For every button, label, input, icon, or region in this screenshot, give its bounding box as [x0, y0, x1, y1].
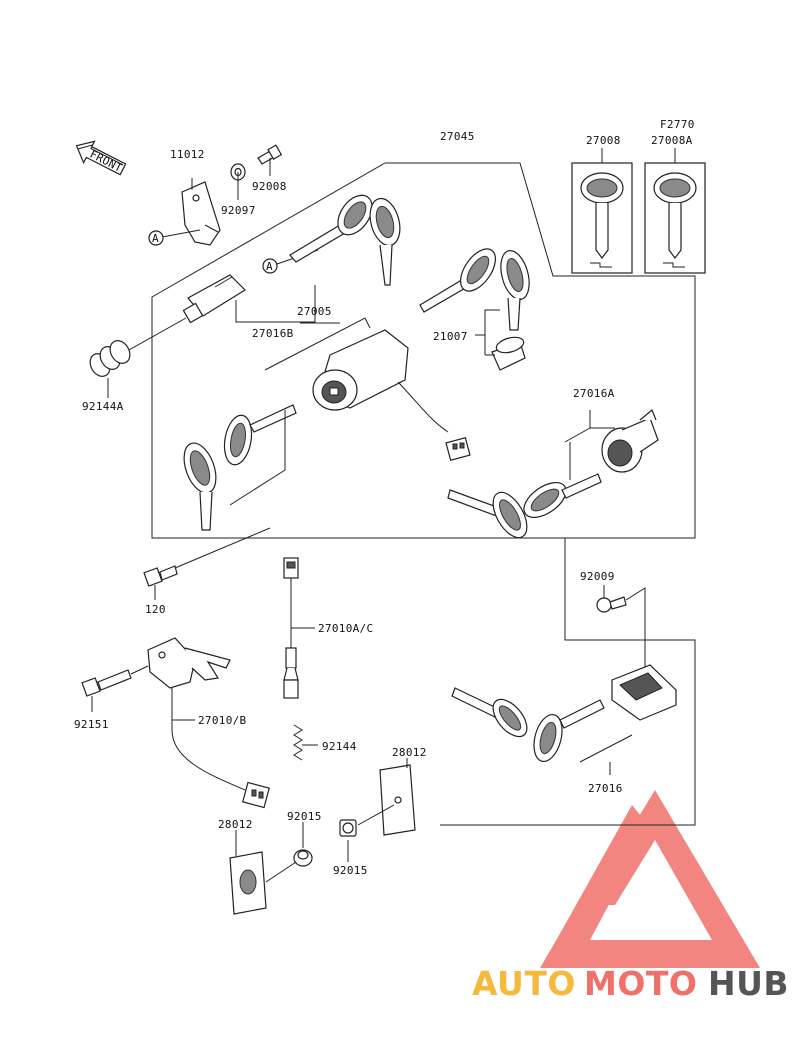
label-92009: 92009	[580, 570, 615, 583]
lock-cylinder-27016b	[182, 274, 246, 324]
ref-circle-a-1: A	[148, 230, 164, 246]
label-28012-right: 28012	[392, 746, 427, 759]
label-92144: 92144	[322, 740, 357, 753]
label-120: 120	[145, 603, 166, 616]
key-set-top	[289, 194, 401, 286]
label-27045: 27045	[440, 130, 475, 143]
label-92097: 92097	[221, 204, 256, 217]
spring-92144a	[89, 340, 131, 377]
watermark-auto: AUTO	[472, 964, 576, 1003]
assembly-frame	[151, 162, 696, 826]
bolt-120	[143, 565, 178, 587]
label-27008: 27008	[586, 134, 621, 147]
watermark-hub: HUB	[708, 964, 789, 1003]
watermark-moto: MOTO	[584, 964, 697, 1003]
nut-92015-right	[339, 819, 357, 837]
part-labels: 27045 F2770 27008 27008A 11012 92008 920…	[74, 118, 695, 877]
logo-triangle-outer	[540, 790, 760, 968]
key-blank-27008	[571, 162, 633, 274]
bolt-92151	[81, 669, 132, 697]
label-27016: 27016	[588, 782, 623, 795]
front-arrow: FRONT	[75, 140, 127, 176]
key-27016	[451, 687, 605, 763]
label-27008a: 27008A	[651, 134, 693, 147]
ref-circle-a-2: A	[262, 258, 278, 274]
label-11012: 11012	[170, 148, 205, 161]
lock-block-27016	[611, 664, 677, 721]
lock-27016a	[601, 409, 659, 473]
key-left	[183, 404, 297, 531]
label-92015-bottom: 92015	[333, 864, 368, 877]
logo-triangle-inner	[548, 805, 640, 955]
spring-92144	[293, 724, 303, 761]
sensor-27010ac	[283, 557, 299, 699]
pad-28012-left	[229, 851, 267, 915]
watermark-logo	[540, 790, 760, 968]
label-92015-top: 92015	[287, 810, 322, 823]
label-27016a: 27016A	[573, 387, 615, 400]
bolt-92008	[257, 144, 283, 165]
key-blank-27008a	[644, 162, 706, 274]
label-27005: 27005	[297, 305, 332, 318]
bolt-92009	[596, 596, 627, 613]
front-label: FRONT	[88, 148, 125, 175]
label-27010b: 27010/B	[198, 714, 247, 727]
watermark-text: AUTO MOTO HUB	[472, 964, 789, 1003]
label-92144a: 92144A	[82, 400, 124, 413]
ignition-switch-27005	[312, 329, 471, 462]
label-92008: 92008	[252, 180, 287, 193]
switch-27010b	[147, 637, 270, 809]
label-27010ac: 27010A/C	[318, 622, 373, 635]
seat-lock-21007	[419, 248, 530, 371]
svg-text:A: A	[266, 260, 273, 273]
pad-28012-right	[379, 764, 416, 836]
svg-text:A: A	[152, 232, 159, 245]
label-21007: 21007	[433, 330, 468, 343]
label-f2770: F2770	[660, 118, 695, 131]
label-27016b: 27016B	[252, 327, 294, 340]
label-28012-left: 28012	[218, 818, 253, 831]
label-92151: 92151	[74, 718, 109, 731]
key-27016a	[447, 473, 602, 539]
bracket-11012	[181, 181, 221, 246]
nut-92015-left	[293, 849, 313, 867]
